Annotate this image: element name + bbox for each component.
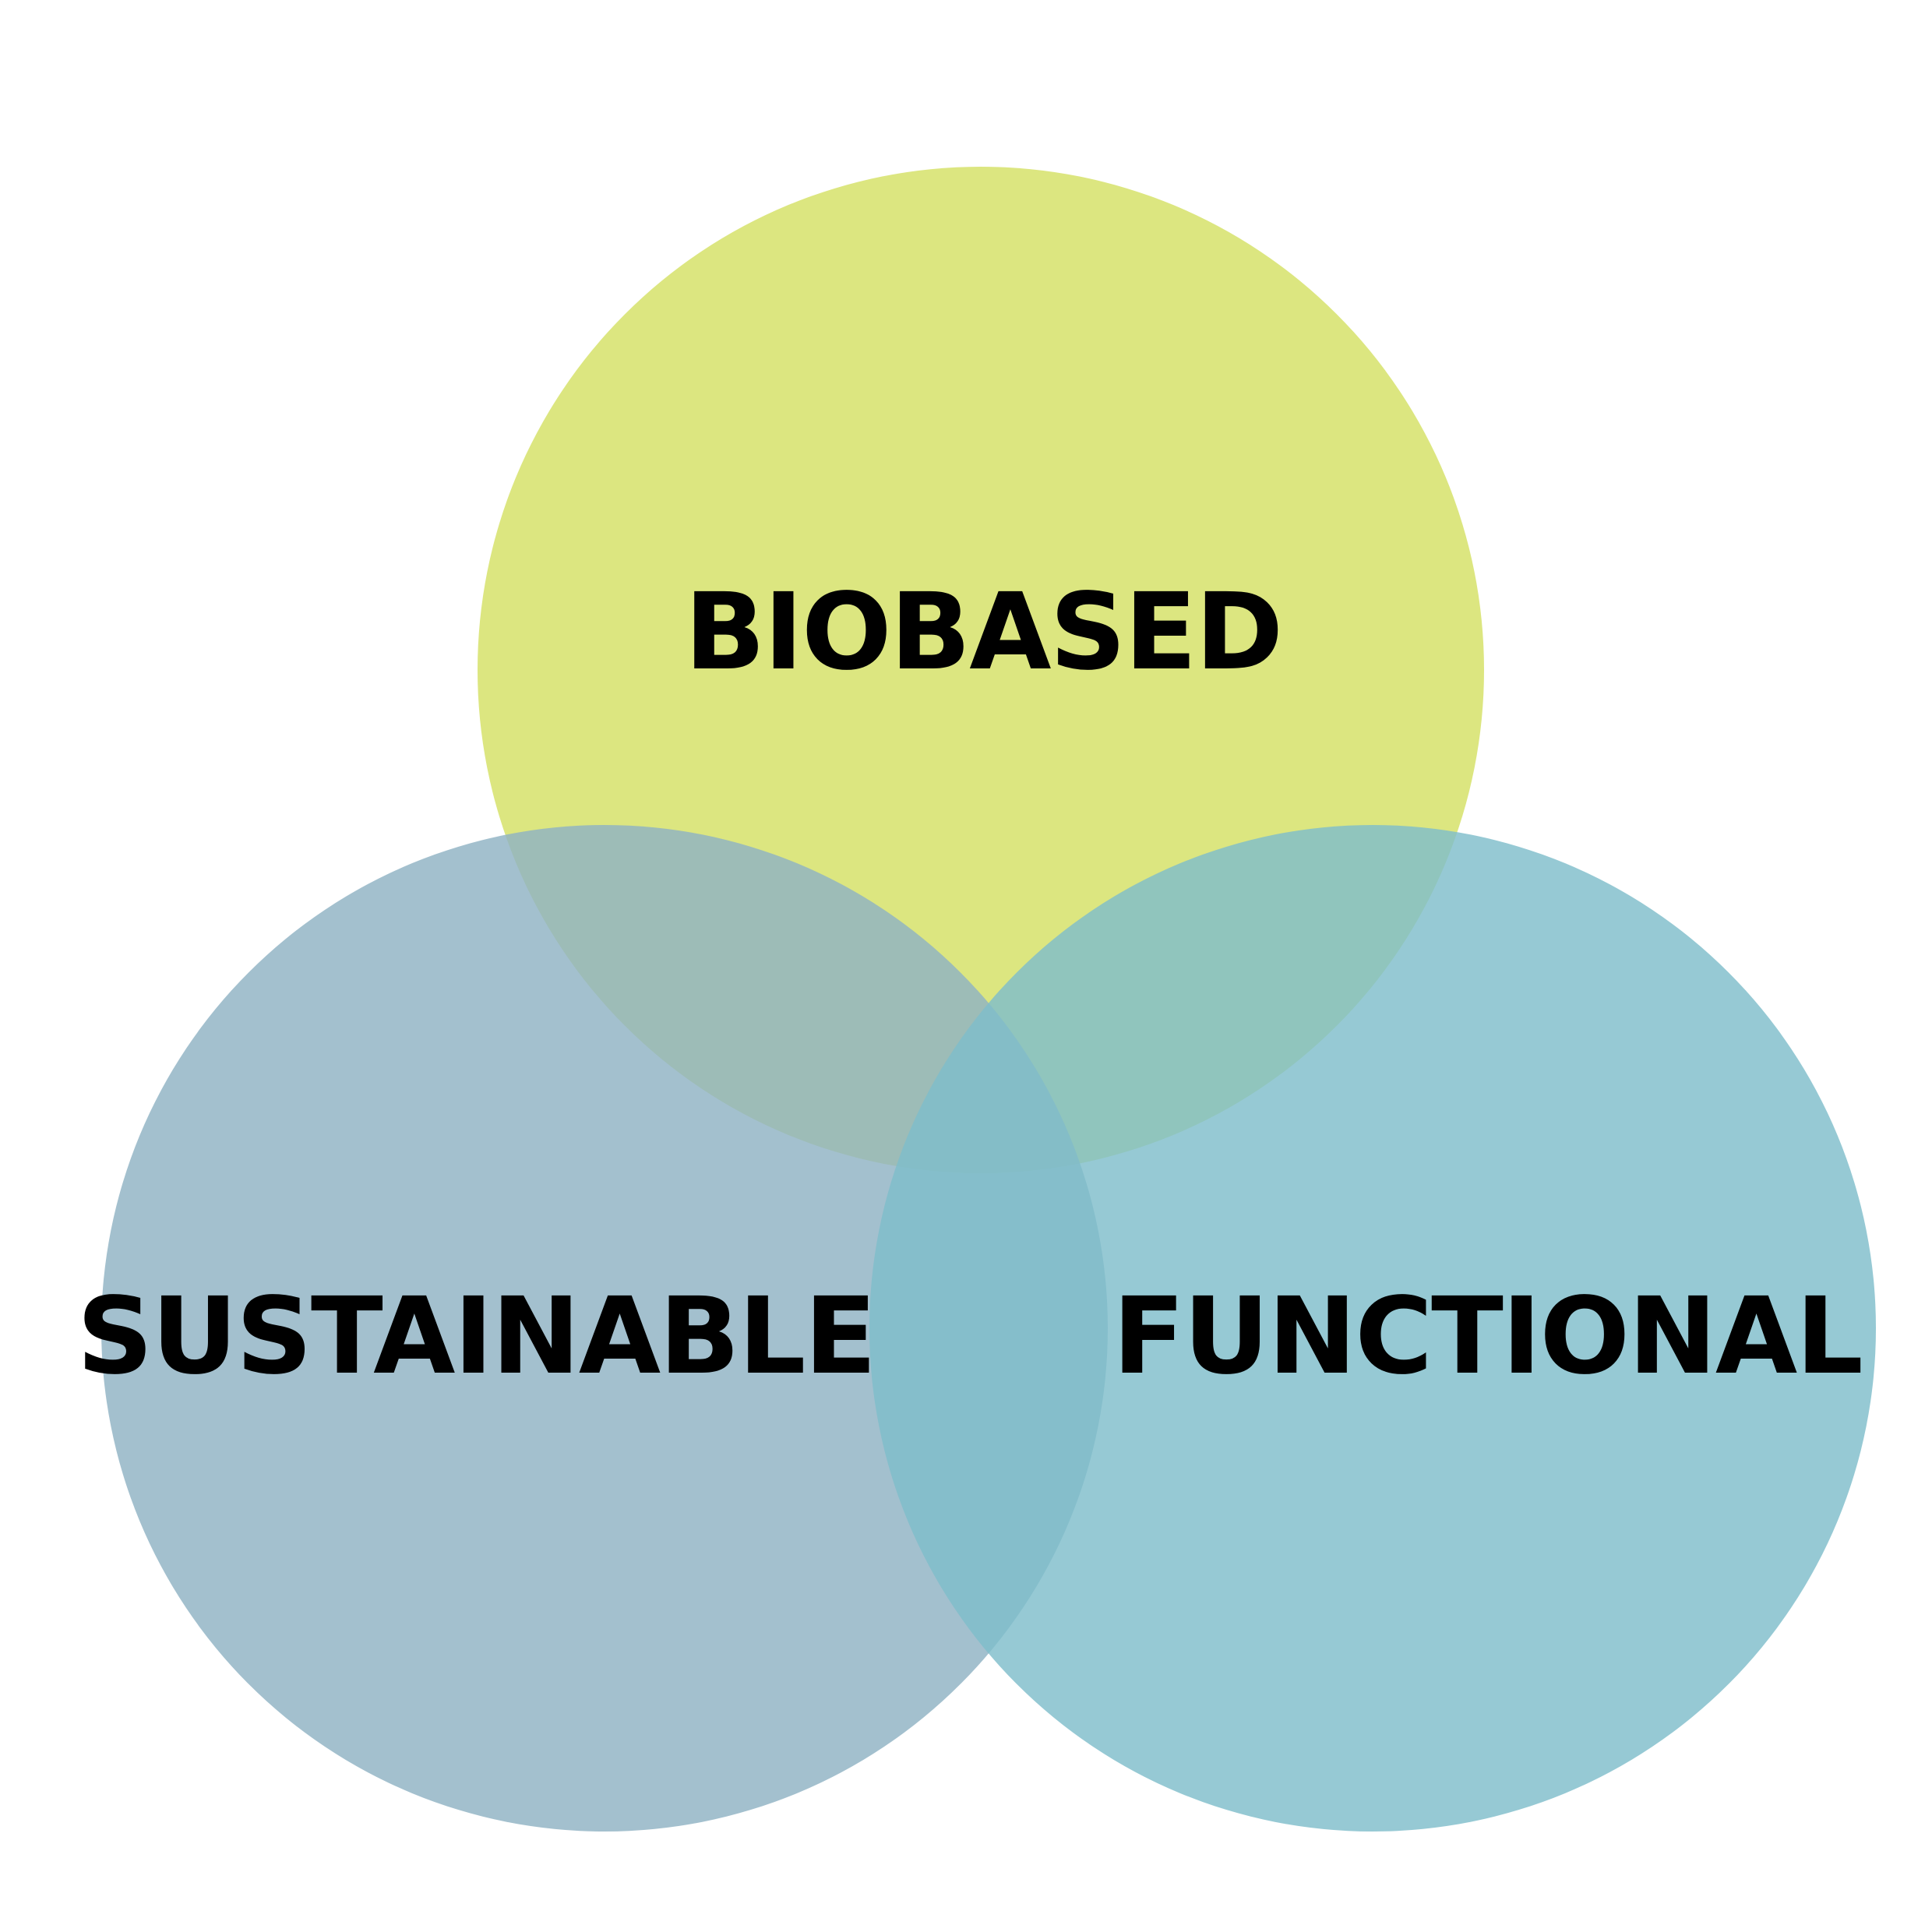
sustainable-circle xyxy=(101,825,1108,1832)
sustainable-label: SUSTAINABLE xyxy=(77,1275,876,1398)
biobased-label: BIOBASED xyxy=(685,571,1282,694)
functional-circle xyxy=(869,825,1876,1832)
functional-label: FUNCTIONAL xyxy=(1112,1275,1862,1398)
